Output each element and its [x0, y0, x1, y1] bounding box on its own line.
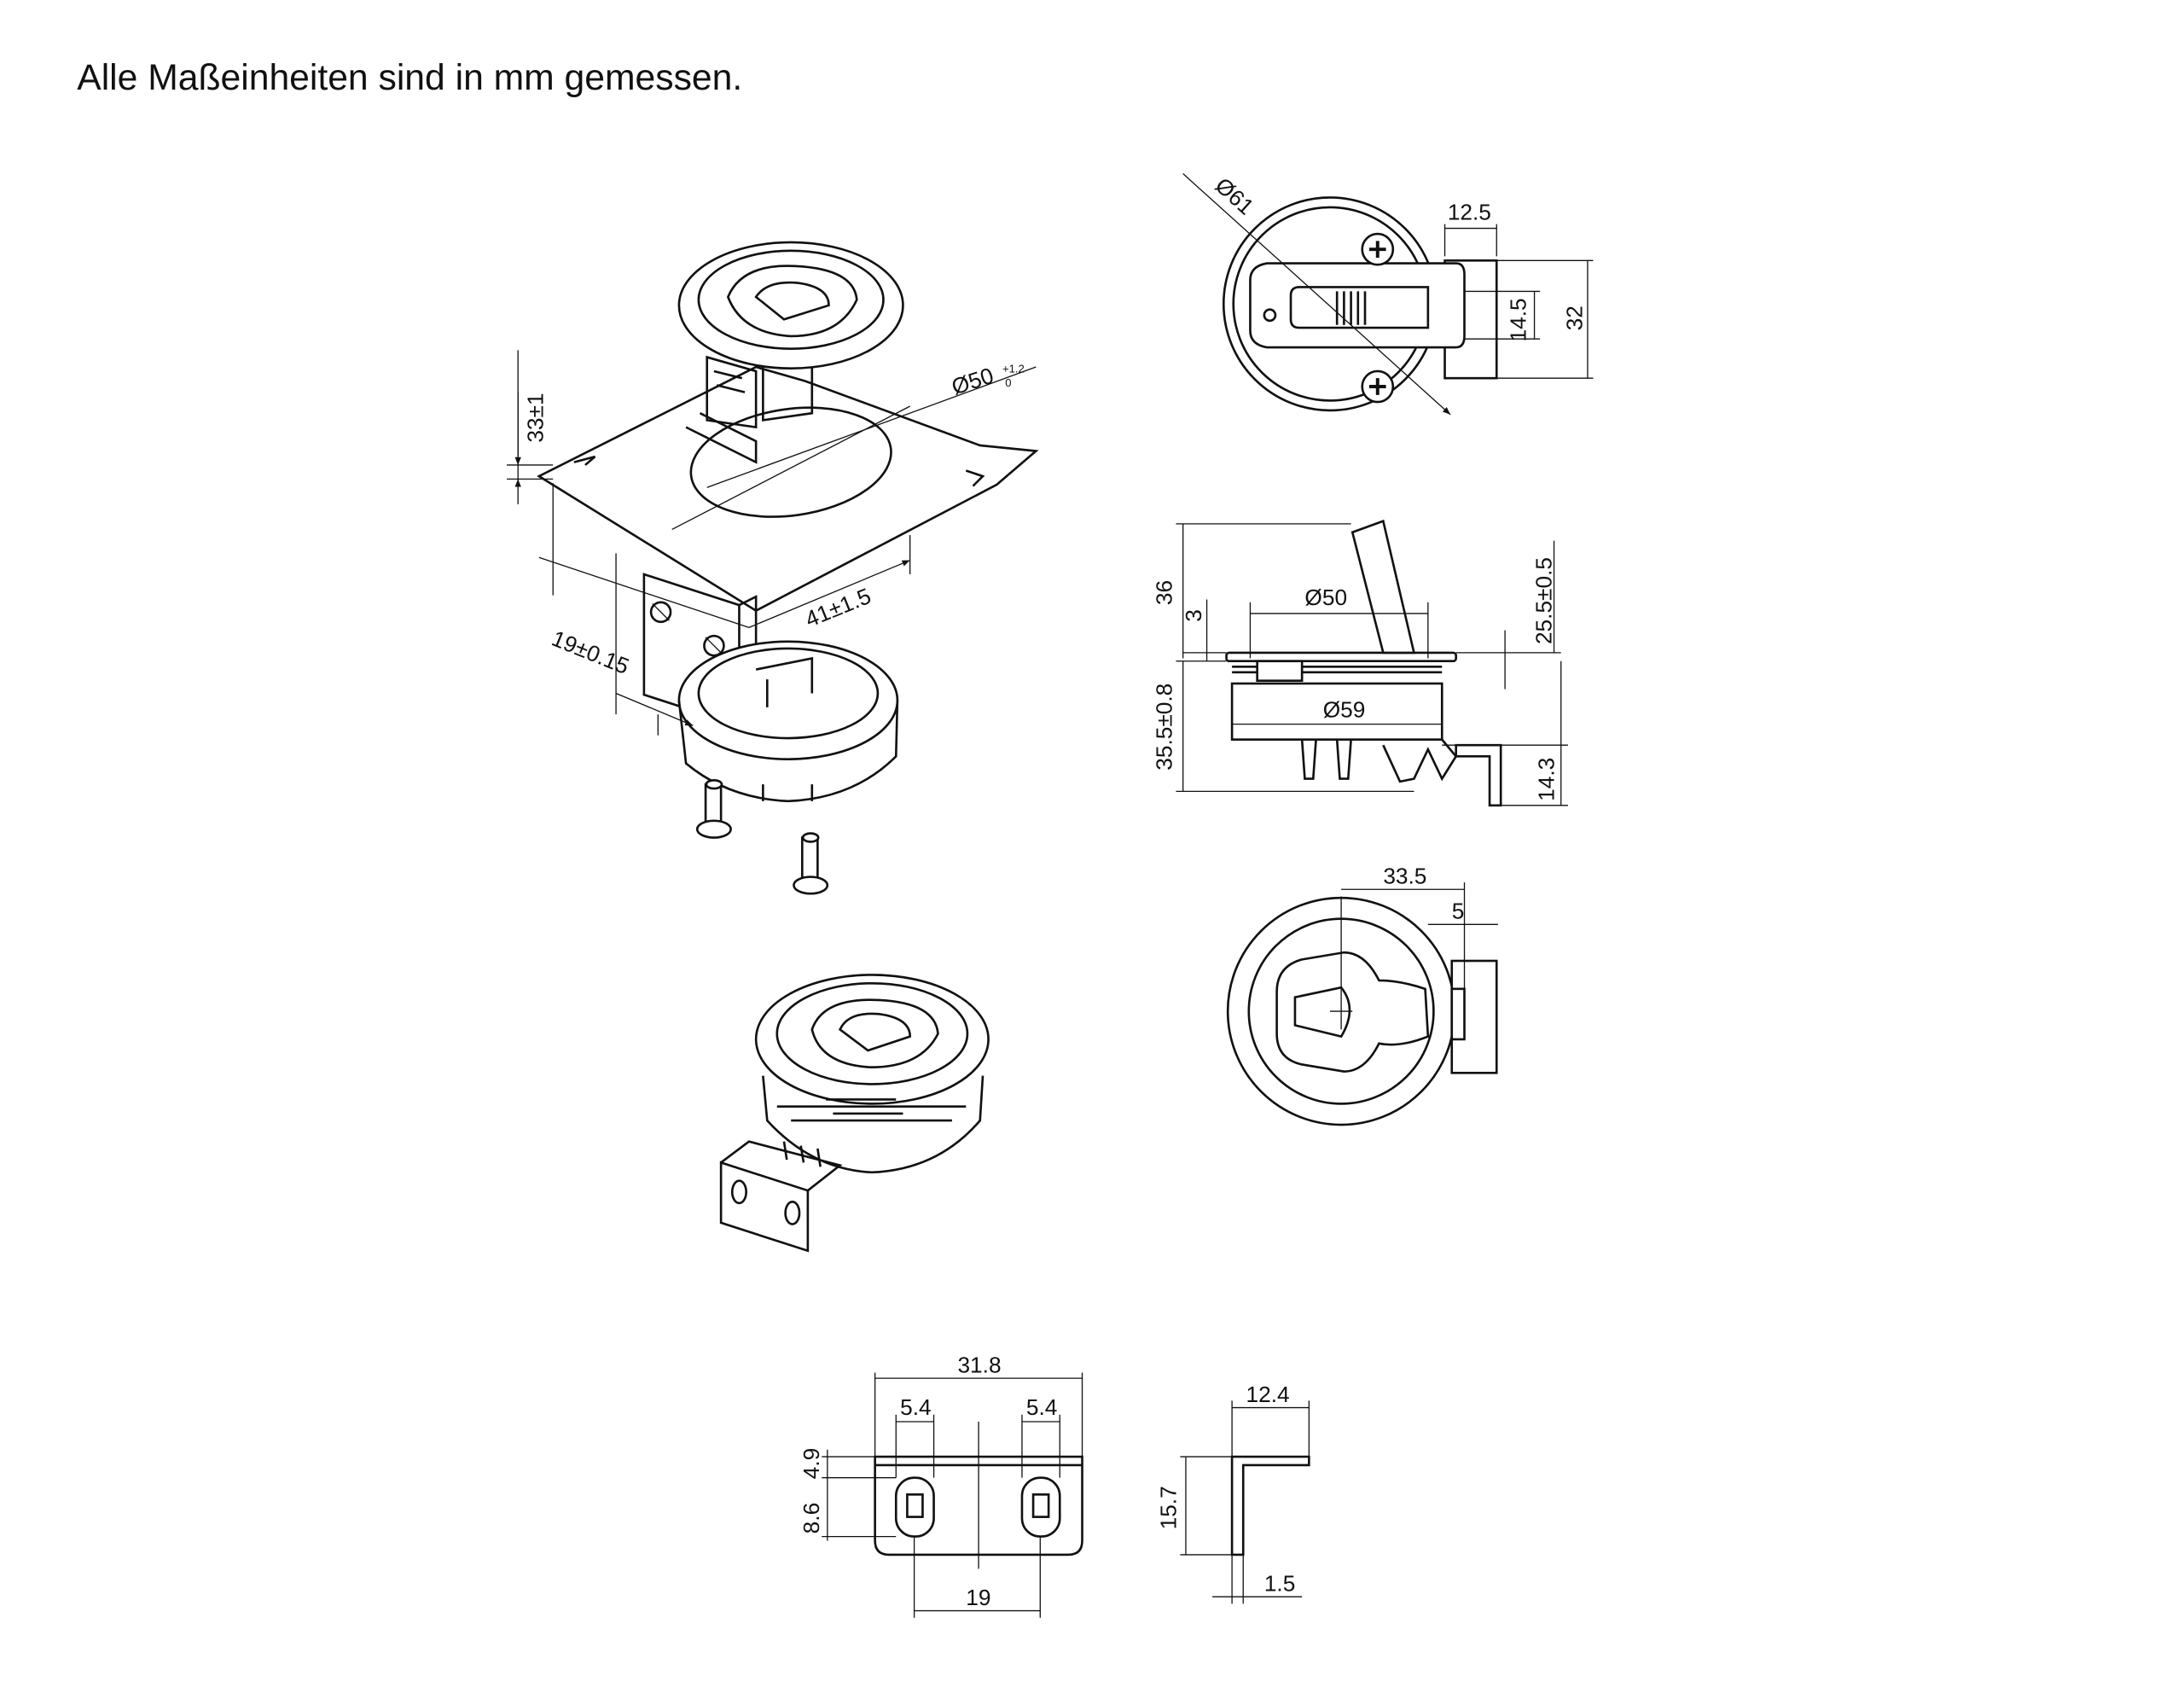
dim-bot-33-5: 33.5 [1383, 864, 1426, 889]
top-view: Ø61 12.5 14.5 32 [1182, 172, 1594, 416]
dim-plate-31-8: 31.8 [957, 1353, 1001, 1378]
dim-side-d59: Ø59 [1323, 696, 1366, 722]
prod-bracket [719, 1161, 810, 1253]
dim-bot-5: 5 [1452, 899, 1465, 924]
units-note: Alle Maßeinheiten sind in mm gemessen. [77, 57, 742, 98]
mounting-panel [537, 365, 1039, 613]
dim-top-32: 32 [1561, 305, 1587, 330]
bracket-plate-front: 31.8 5.4 5.4 4.9 8.6 19 [799, 1353, 1083, 1618]
dim-side-d50: Ø50 [1304, 585, 1347, 610]
dim-side-36: 36 [1152, 580, 1177, 605]
plate-slot-right [1020, 1476, 1061, 1538]
dim-side-35-5: 35.5±0.8 [1152, 684, 1177, 771]
dim-top-12-5: 12.5 [1448, 200, 1491, 225]
side-flange [1225, 651, 1457, 663]
dim-top-14-5: 14.5 [1506, 298, 1531, 341]
bracket-plate-side: 12.4 15.7 1.5 [1155, 1382, 1310, 1604]
bottom-view: 33.5 5 [1226, 864, 1498, 1126]
dim-iso-33: 33±1 [523, 393, 549, 442]
panel-cutout [689, 406, 892, 518]
dim-iso-d50: Ø50 [949, 363, 996, 400]
dim-plate-4-9: 4.9 [799, 1448, 824, 1480]
screw-2 [793, 832, 829, 895]
dim-side-25-5: 25.5±0.5 [1531, 557, 1556, 644]
dim-iso-19: 19±0.15 [549, 625, 633, 679]
dim-side-3: 3 [1181, 609, 1206, 622]
dim-side-14-3: 14.3 [1534, 758, 1560, 801]
dim-plate-19: 19 [966, 1585, 990, 1610]
dim-side-15-7: 15.7 [1155, 1486, 1181, 1529]
dim-plate-5-4b: 5.4 [1026, 1394, 1057, 1420]
dim-plate-8-6: 8.6 [799, 1503, 824, 1534]
screw-1 [695, 778, 732, 839]
dim-iso-tol-up: +1.2 [1002, 363, 1025, 375]
side-lever [1350, 519, 1416, 655]
dim-iso-tol-lo: 0 [1005, 376, 1011, 389]
isometric-installation-view: Ø50 +1.2 0 [507, 241, 1039, 895]
side-view: 36 3 Ø50 25.5±0.5 Ø59 35.5±0.8 14.3 [1152, 519, 1568, 807]
dim-top-d61: Ø61 [1211, 172, 1259, 220]
plate-side-profile [1230, 1455, 1310, 1556]
dim-plate-5-4a: 5.4 [900, 1394, 931, 1420]
isometric-product-view [719, 974, 990, 1253]
dim-side-1-5: 1.5 [1264, 1571, 1295, 1597]
iso-ring [677, 640, 899, 760]
side-body [1230, 682, 1443, 741]
dim-side-12-4: 12.4 [1246, 1382, 1290, 1407]
plate-slot-left [894, 1476, 935, 1538]
